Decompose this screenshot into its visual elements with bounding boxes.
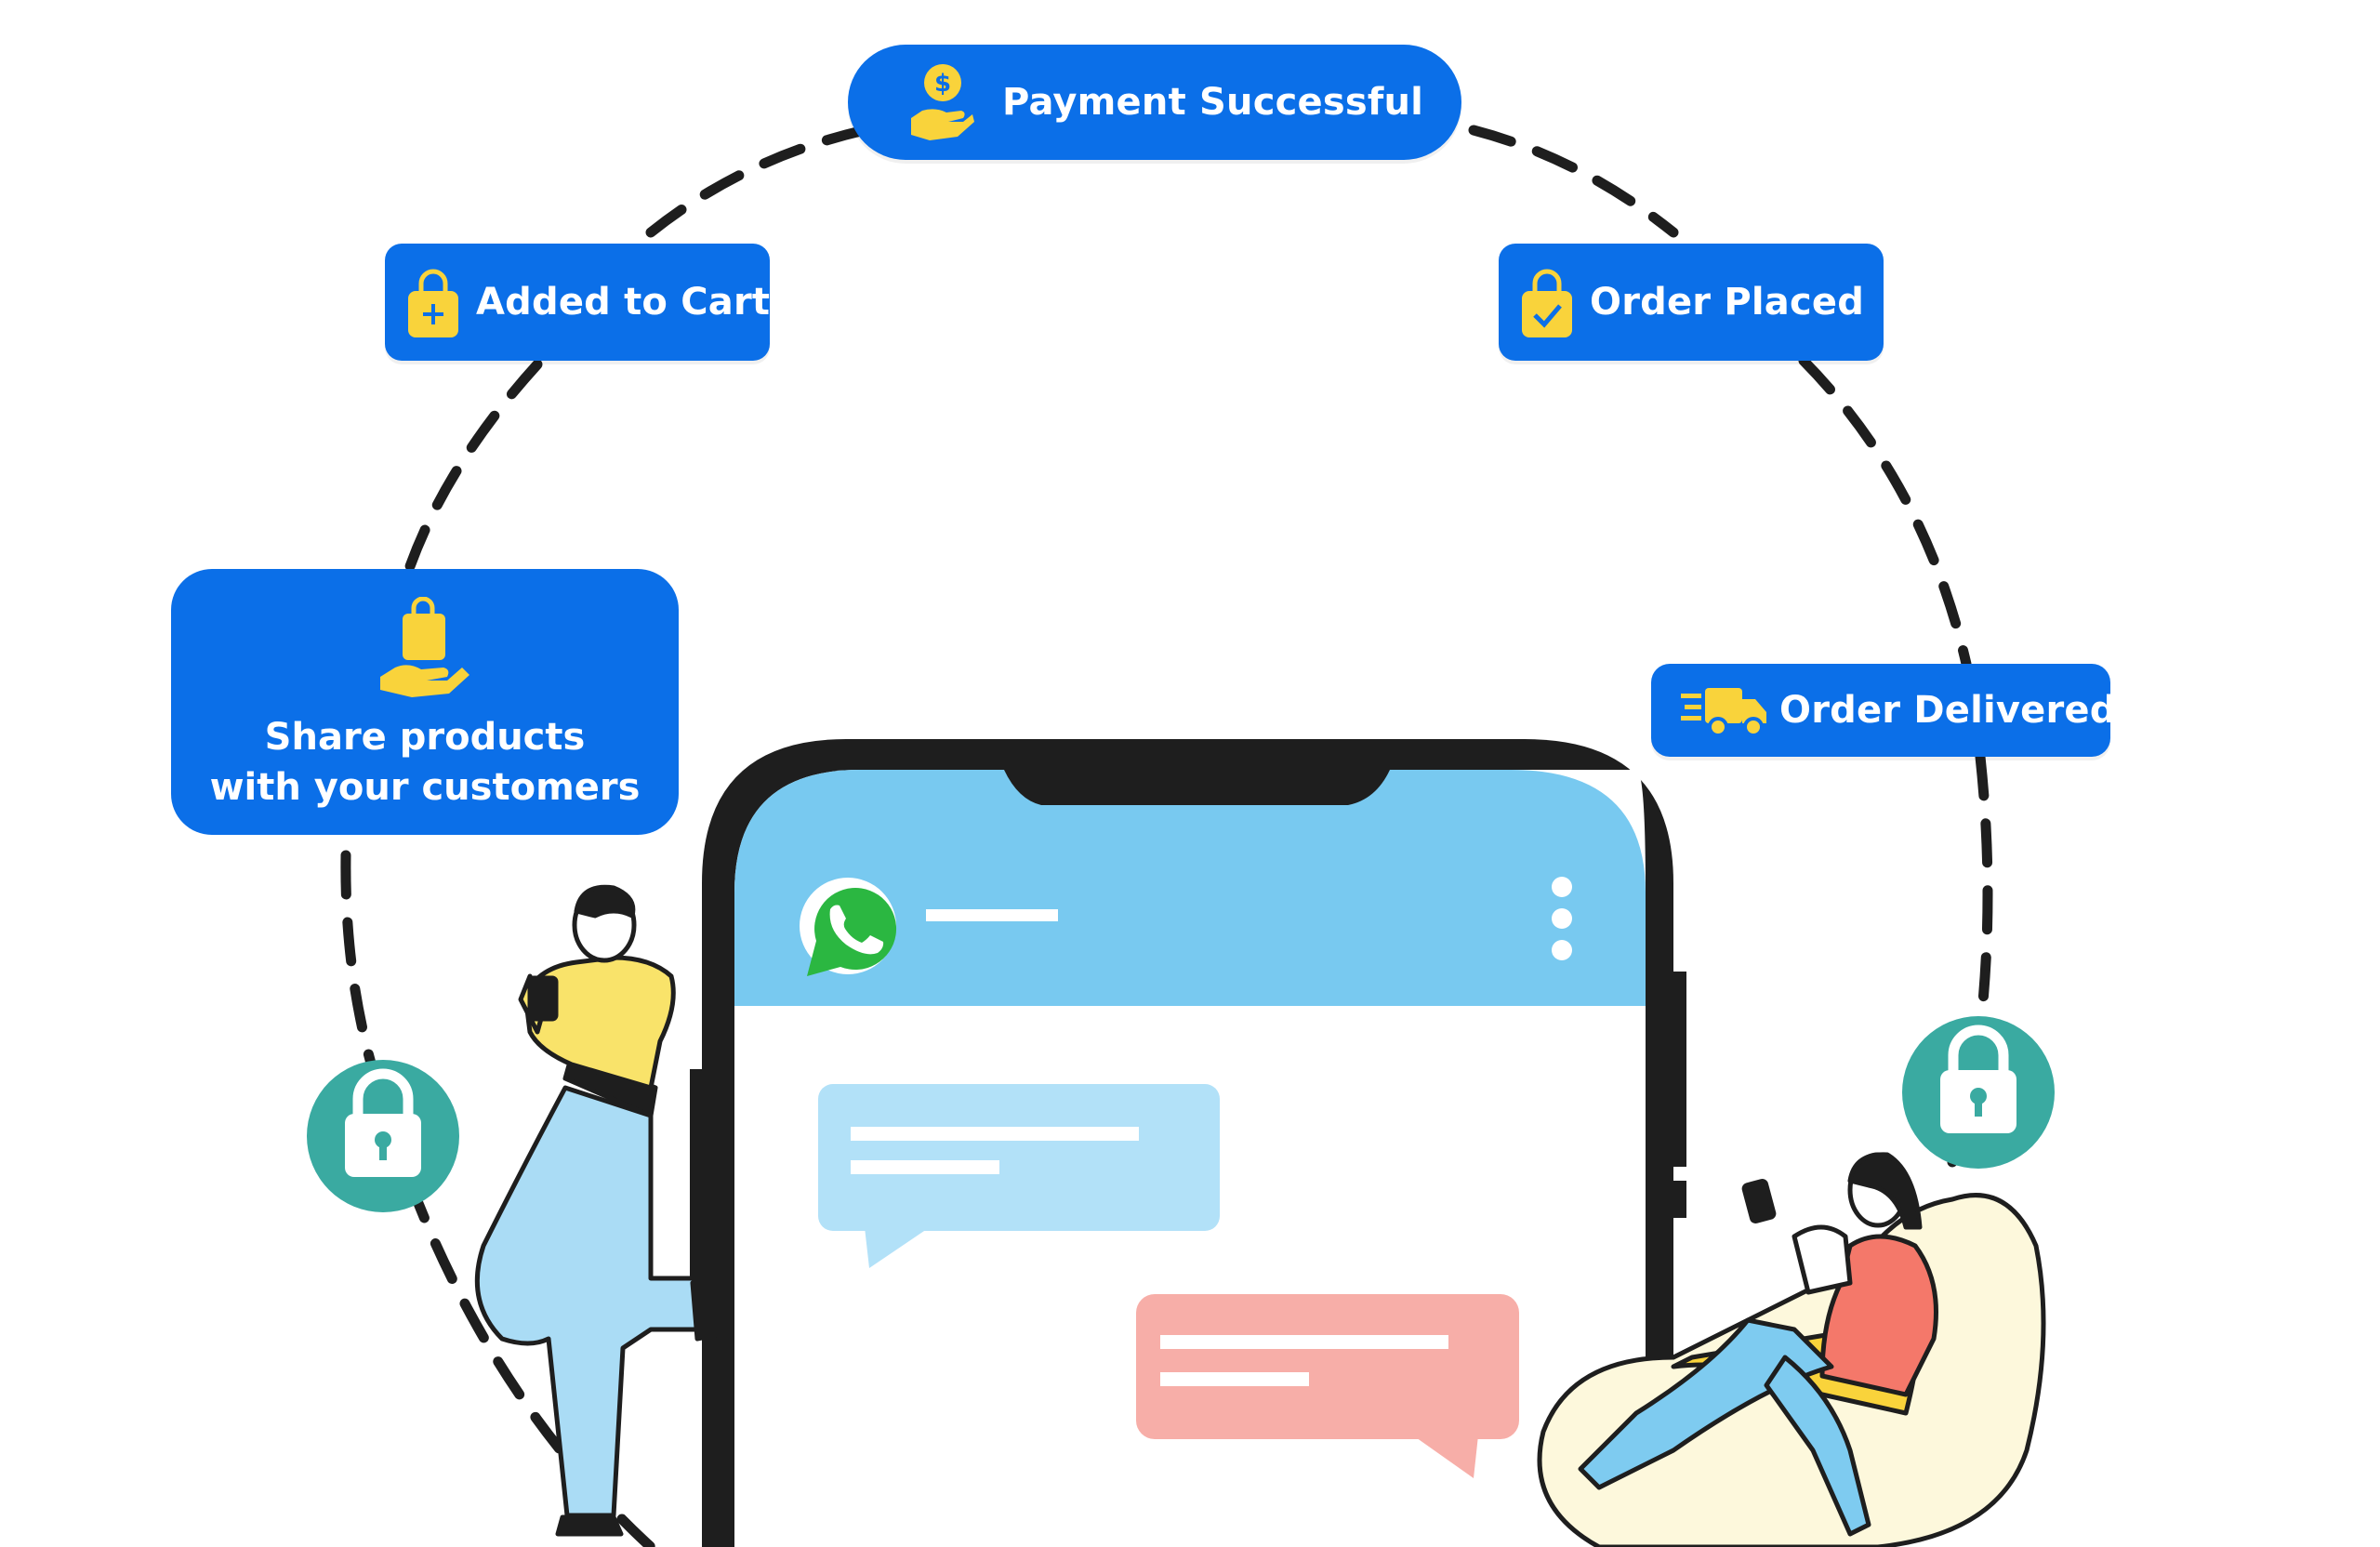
shopping-bag-plus-icon [408,269,458,337]
share-products-step: Share products with your customers [171,569,679,835]
shopping-bag-check-icon [1522,269,1572,337]
contact-name-placeholder [926,909,1058,921]
coin-in-hand-icon: $ [911,64,974,140]
whatsapp-icon[interactable] [800,878,897,976]
man-with-phone-illustration [474,884,723,1537]
order-placed-step: Order Placed [1499,244,1884,361]
lock-icon [1902,1016,2055,1169]
share-products-line1: Share products [264,716,586,759]
order-placed-label: Order Placed [1590,281,1865,324]
outgoing-message-bubble [1136,1294,1519,1478]
kebab-menu-icon[interactable] [1552,877,1572,960]
order-delivered-step: Order Delivered [1651,664,2116,757]
chat-header [734,770,1646,1006]
svg-text:$: $ [934,70,951,98]
payment-successful-label: Payment Successful [1002,81,1424,124]
incoming-message-bubble [818,1084,1220,1268]
lock-icon [307,1060,459,1212]
share-products-line2: with your customers [209,766,641,809]
woman-on-beanbag-illustration [1537,1152,2046,1547]
order-delivered-label: Order Delivered [1779,689,2117,732]
added-to-cart-label: Added to Cart [476,281,771,324]
phone-notch [1004,770,1390,805]
delivery-truck-icon [1681,688,1766,737]
added-to-cart-step: Added to Cart [385,244,770,361]
payment-successful-step: $ Payment Successful [848,45,1461,160]
bag-in-hand-icon [380,597,469,697]
